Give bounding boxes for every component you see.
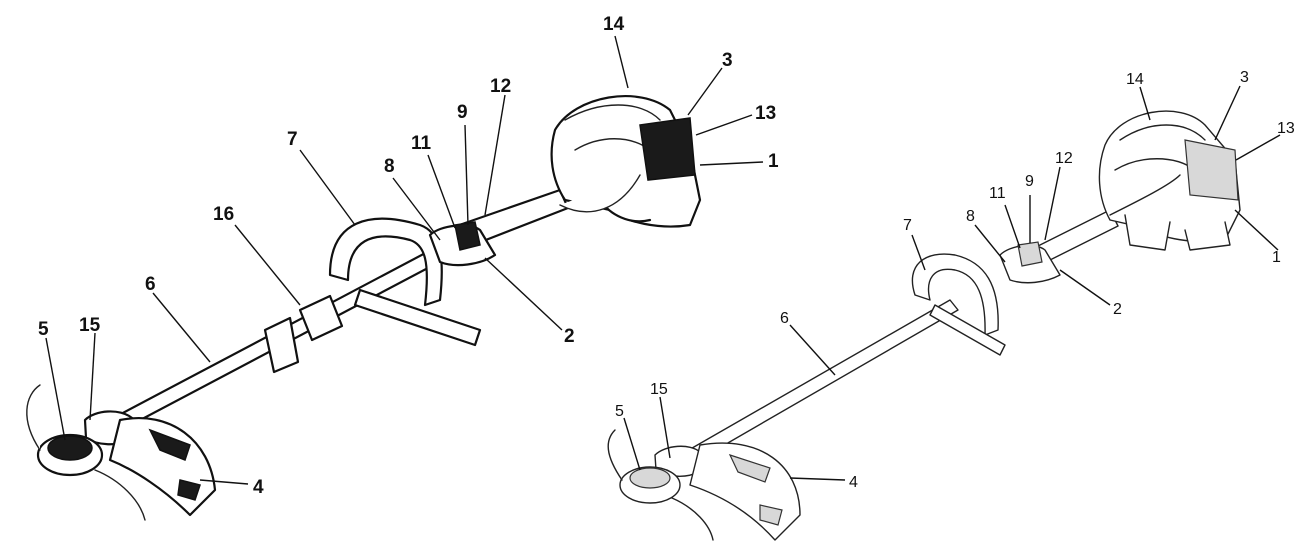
right-label-12: 12 [1055, 150, 1073, 167]
right-label-3: 3 [1240, 69, 1249, 86]
right-label-6: 6 [780, 310, 789, 327]
right-label-15: 15 [650, 381, 668, 398]
left-label-5: 5 [38, 319, 49, 340]
right-labels: 14 3 13 1 12 9 11 8 7 6 15 5 2 4 [615, 69, 1295, 491]
left-label-1: 1 [768, 151, 779, 172]
right-label-4: 4 [849, 474, 858, 491]
right-label-7: 7 [903, 217, 912, 234]
left-label-3: 3 [722, 50, 733, 71]
right-label-13: 13 [1277, 120, 1295, 137]
right-label-9: 9 [1025, 173, 1034, 190]
left-trimmer-illustration [26, 95, 702, 521]
right-label-8: 8 [966, 208, 975, 225]
right-label-11: 11 [989, 185, 1006, 202]
left-labels: 14 3 13 1 12 9 11 8 7 16 6 5 15 2 4 [38, 14, 779, 498]
right-label-5: 5 [615, 403, 624, 420]
left-label-11: 11 [411, 133, 432, 154]
right-label-14: 14 [1126, 71, 1144, 88]
left-label-6: 6 [145, 274, 156, 295]
right-trimmer-illustration [607, 110, 1241, 541]
left-label-13: 13 [755, 103, 776, 124]
left-label-15: 15 [79, 315, 101, 336]
left-label-2: 2 [564, 326, 575, 347]
left-label-7: 7 [287, 129, 298, 150]
left-label-12: 12 [490, 76, 511, 97]
right-label-1: 1 [1272, 249, 1281, 266]
left-label-4: 4 [253, 477, 264, 498]
left-label-8: 8 [384, 156, 395, 177]
right-label-2: 2 [1113, 301, 1122, 318]
left-label-14: 14 [603, 14, 625, 35]
left-label-9: 9 [457, 102, 468, 123]
left-label-16: 16 [213, 204, 234, 225]
